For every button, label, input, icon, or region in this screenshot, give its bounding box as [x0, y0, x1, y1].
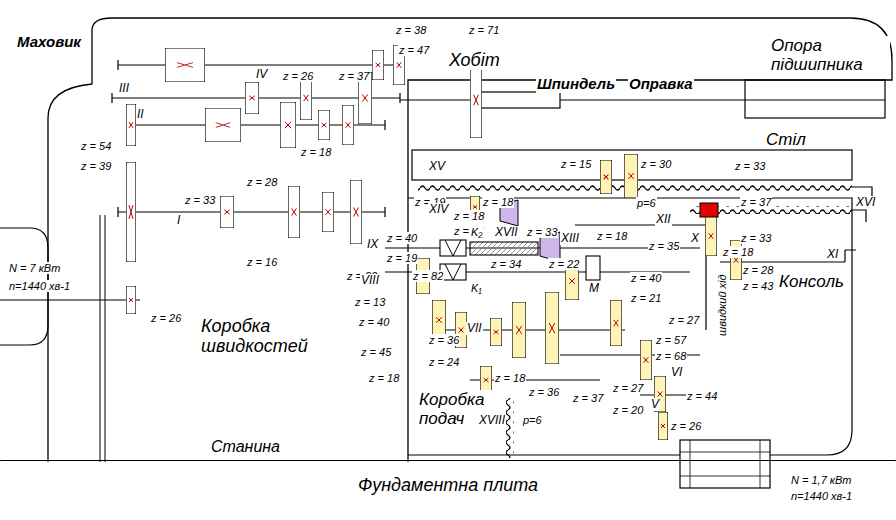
gear-teeth-number: z = 22	[548, 258, 580, 270]
gear-teeth-number: z = 19	[386, 252, 418, 264]
gear-teeth-number: z = 27	[612, 382, 644, 394]
shaft-number: XIV	[428, 203, 449, 216]
gear-teeth-number: z = 47	[398, 44, 430, 56]
gear-teeth-number: z = 45	[360, 346, 392, 358]
part-label: Опора підшипника	[770, 36, 890, 74]
part-label: швидкий хід	[716, 273, 728, 337]
shaft-number: VI	[670, 366, 683, 379]
part-label: Консоль	[778, 272, 845, 291]
gear-teeth-number: z = 26	[670, 420, 702, 432]
gear-teeth-number: z = 30	[640, 158, 672, 170]
gear-teeth-number: z = 13	[354, 296, 386, 308]
part-label: Станина	[210, 438, 281, 456]
gear-teeth-number: z = 16	[246, 256, 278, 268]
gear-teeth-number: z = 33	[184, 194, 216, 206]
gear-teeth-number: z = 26	[282, 70, 314, 82]
gear-teeth-number: z = 33	[734, 160, 766, 172]
shaft-number: III	[118, 82, 130, 95]
gear-teeth-number: z = 35	[648, 240, 680, 252]
part-label: Маховик	[16, 34, 82, 51]
gear-teeth-number: z = 36	[428, 334, 460, 346]
shaft-number: I	[176, 214, 181, 227]
shaft-number: XI	[826, 248, 839, 261]
gear-teeth-number: z = 37	[740, 196, 772, 208]
part-label: N = 7 кВт	[8, 262, 61, 274]
shaft-number: IX	[366, 238, 379, 251]
gear-teeth-number: z = 26	[150, 312, 182, 324]
gear-teeth-number: z = 18	[482, 196, 514, 208]
gear-teeth-number: z = 37	[338, 70, 370, 82]
shaft-number: XII	[655, 213, 672, 226]
gear-teeth-number: z = 27	[668, 314, 700, 326]
shaft-number: XV	[428, 160, 446, 173]
part-label: Коробка швидкостей	[200, 316, 324, 356]
gear-teeth-number: z = 33	[526, 226, 558, 238]
gear-teeth-number: z = 18	[722, 246, 754, 258]
gear-teeth-number: z = 38	[395, 24, 427, 36]
shaft-number: XVI	[855, 196, 876, 209]
gear-teeth-number: z = 40	[358, 316, 390, 328]
gear-teeth-number: z = 21	[630, 292, 662, 304]
gear-teeth-number: z = 33	[740, 232, 772, 244]
shaft-number: XVII	[494, 226, 519, 239]
shaft-number: VII	[466, 322, 483, 335]
gear-teeth-number: z = 28	[742, 264, 774, 276]
gear-teeth-number: z = 68	[655, 350, 687, 362]
shaft-number: II	[136, 108, 145, 121]
part-label: K₂	[470, 226, 484, 238]
gear-teeth-number: z = 15	[560, 158, 592, 170]
gear-teeth-number: z = 18	[596, 230, 628, 242]
part-label: n=1440 хв-1	[8, 280, 71, 292]
gear-teeth-number: z = 24	[428, 356, 460, 368]
plate-title: Фундаментна плита	[358, 475, 538, 496]
gear-teeth-number: z = 20	[612, 404, 644, 416]
part-label: K₁	[470, 282, 483, 294]
part-label: p=6	[522, 414, 543, 426]
shaft-number: XVIII	[478, 414, 506, 427]
gear-teeth-number: z = 34	[490, 258, 522, 270]
gear-teeth-number: z = 37	[572, 392, 604, 404]
gear-teeth-number: z = 43	[742, 280, 774, 292]
part-label: n=1440 хв-1	[790, 490, 853, 502]
gear-teeth-number: z = 39	[80, 160, 112, 172]
part-label: Оправка	[628, 76, 694, 93]
shaft-number: X	[690, 232, 700, 245]
shaft-number: V	[650, 398, 660, 411]
gear-teeth-number: z = 57	[655, 334, 687, 346]
gear-teeth-number: z = 18	[300, 146, 332, 158]
gear-teeth-number: z = 28	[246, 176, 278, 188]
part-label: M	[588, 282, 600, 295]
foundation-plate: Фундаментна плита	[0, 460, 896, 520]
gear-teeth-number: z = 54	[80, 140, 112, 152]
shaft-number: IV	[255, 68, 268, 81]
part-label: p=6	[636, 197, 657, 209]
part-label: Шпиндель	[536, 76, 616, 93]
gear-teeth-number: z = 18	[494, 372, 526, 384]
shaft-number: VIII	[360, 274, 380, 287]
gear-teeth-number: z = 71	[468, 24, 500, 36]
part-label: Хобіт	[448, 50, 501, 70]
shaft-number: XIII	[560, 232, 580, 245]
gear-teeth-number: z = 36	[528, 386, 560, 398]
gear-teeth-number: z = 18	[368, 372, 400, 384]
gear-teeth-number: z = 40	[630, 272, 662, 284]
gear-teeth-number: z = 18	[453, 210, 485, 222]
gear-teeth-number: 40	[404, 232, 418, 244]
part-label: Стіл	[765, 130, 807, 149]
gear-teeth-number: z = 82	[412, 270, 444, 282]
part-label: N = 1,7 кВт	[790, 474, 853, 486]
gear-teeth-number: z = 44	[686, 390, 718, 402]
